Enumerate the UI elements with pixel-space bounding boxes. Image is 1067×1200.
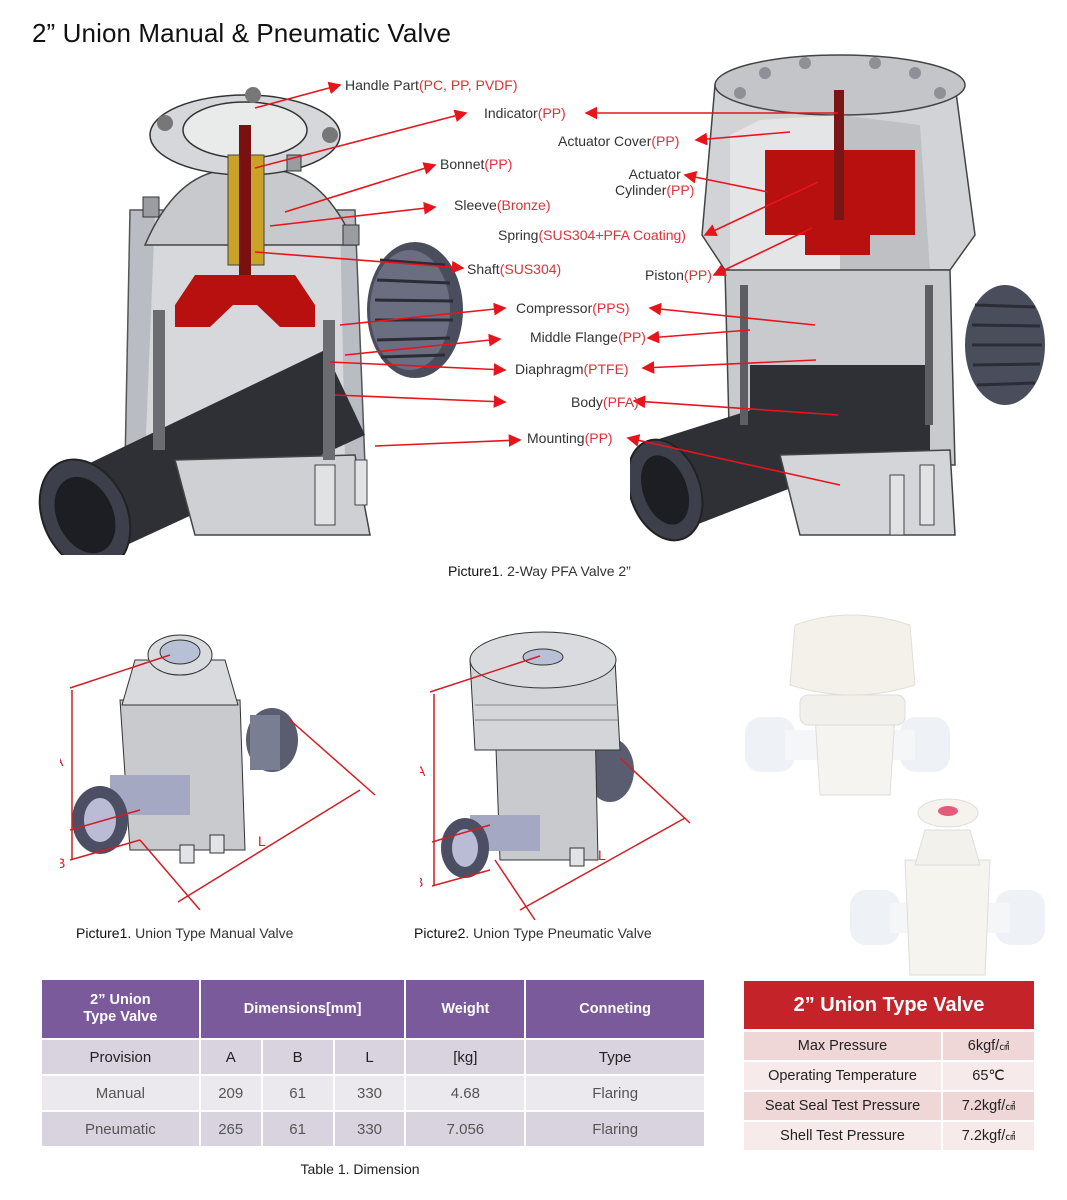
callout-middle-flange: Middle Flange(PP): [530, 329, 646, 345]
spec-value: 7.2kgf/㎠: [943, 1092, 1034, 1120]
header-weight: Weight: [406, 980, 525, 1038]
cell-provision: Pneumatic: [42, 1112, 199, 1146]
table-header-row: 2” Union Type Valve Dimensions[mm] Weigh…: [42, 980, 704, 1038]
callout-diaphragm: Diaphragm(PTFE): [515, 361, 629, 377]
pneumatic-figure-caption: Picture2. Union Type Pneumatic Valve: [414, 925, 652, 941]
callout-piston: Piston(PP): [645, 267, 712, 283]
cell-type: Flaring: [526, 1112, 704, 1146]
spec-row: Max Pressure 6kgf/㎠: [744, 1032, 1034, 1060]
cell-a: 265: [200, 1112, 261, 1146]
manual-valve-photo: [845, 795, 1050, 980]
dim-label-a: A: [420, 763, 426, 779]
subheader-a: A: [200, 1040, 261, 1074]
union-nut-right: [367, 242, 463, 378]
spec-label: Shell Test Pressure: [744, 1122, 943, 1150]
callout-handle-part: Handle Part(PC, PP, PVDF): [345, 77, 518, 93]
cell-b: 61: [262, 1112, 333, 1146]
subheader-kg: [kg]: [406, 1040, 525, 1074]
pneumatic-valve-photo: [745, 605, 975, 805]
dim-label-b: B: [60, 855, 65, 871]
subheader-b: B: [262, 1040, 333, 1074]
callout-bonnet: Bonnet(PP): [440, 156, 513, 172]
cell-b: 61: [262, 1076, 333, 1110]
cell-provision: Manual: [42, 1076, 199, 1110]
callout-actuator-cover: Actuator Cover(PP): [558, 133, 680, 149]
callout-body: Body(PFA): [571, 394, 639, 410]
cell-a: 209: [200, 1076, 261, 1110]
callout-compressor: Compressor(PPS): [516, 300, 630, 316]
header-connecting: Conneting: [526, 980, 704, 1038]
pneumatic-valve-dimension-drawing: A B L: [420, 620, 710, 920]
table-row: Pneumatic 265 61 330 7.056 Flaring: [42, 1112, 704, 1146]
header-dimensions: Dimensions[mm]: [200, 980, 405, 1038]
callout-indicator: Indicator(PP): [484, 105, 566, 121]
callout-spring: Spring(SUS304+PFA Coating): [498, 227, 686, 243]
cell-l: 330: [334, 1076, 405, 1110]
spec-row: Shell Test Pressure 7.2kgf/㎠: [744, 1122, 1034, 1150]
dim-label-b: B: [420, 874, 423, 890]
spec-value: 6kgf/㎠: [943, 1032, 1034, 1060]
spec-row: Seat Seal Test Pressure 7.2kgf/㎠: [744, 1092, 1034, 1120]
dim-label-l: L: [258, 833, 266, 849]
cell-weight: 7.056: [406, 1112, 525, 1146]
header-valve-type: 2” Union Type Valve: [42, 980, 199, 1038]
spec-row: Operating Temperature 65℃: [744, 1062, 1034, 1090]
spec-table: 2” Union Type Valve Max Pressure 6kgf/㎠ …: [744, 981, 1034, 1152]
spec-value: 65℃: [943, 1062, 1034, 1090]
callout-sleeve: Sleeve(Bronze): [454, 197, 551, 213]
subheader-provision: Provision: [42, 1040, 199, 1074]
callout-shaft: Shaft(SUS304): [467, 261, 562, 277]
dim-label-l: L: [598, 847, 606, 863]
spec-value: 7.2kgf/㎠: [943, 1122, 1034, 1150]
spec-label: Seat Seal Test Pressure: [744, 1092, 943, 1120]
cell-l: 330: [334, 1112, 405, 1146]
dimension-table-caption: Table 1. Dimension: [300, 1161, 420, 1177]
cell-type: Flaring: [526, 1076, 704, 1110]
spec-table-title: 2” Union Type Valve: [744, 981, 1034, 1029]
spec-label: Max Pressure: [744, 1032, 943, 1060]
manual-valve-cutaway-illustration: [25, 65, 465, 555]
cell-weight: 4.68: [406, 1076, 525, 1110]
dimension-table: 2” Union Type Valve Dimensions[mm] Weigh…: [40, 978, 706, 1148]
table-row: Manual 209 61 330 4.68 Flaring: [42, 1076, 704, 1110]
callout-mounting: Mounting(PP): [527, 430, 613, 446]
spec-label: Operating Temperature: [744, 1062, 943, 1090]
page-title: 2” Union Manual & Pneumatic Valve: [32, 18, 452, 48]
pneumatic-valve-cutaway-illustration: [630, 45, 1050, 550]
dim-label-a: A: [60, 753, 64, 769]
manual-valve-dimension-drawing: A B L: [60, 620, 380, 910]
cutaway-caption: Picture1. 2-Way PFA Valve 2”: [448, 563, 631, 579]
table-subheader-row: Provision A B L [kg] Type: [42, 1040, 704, 1074]
subheader-l: L: [334, 1040, 405, 1074]
manual-figure-caption: Picture1. Union Type Manual Valve: [76, 925, 294, 941]
subheader-type: Type: [526, 1040, 704, 1074]
